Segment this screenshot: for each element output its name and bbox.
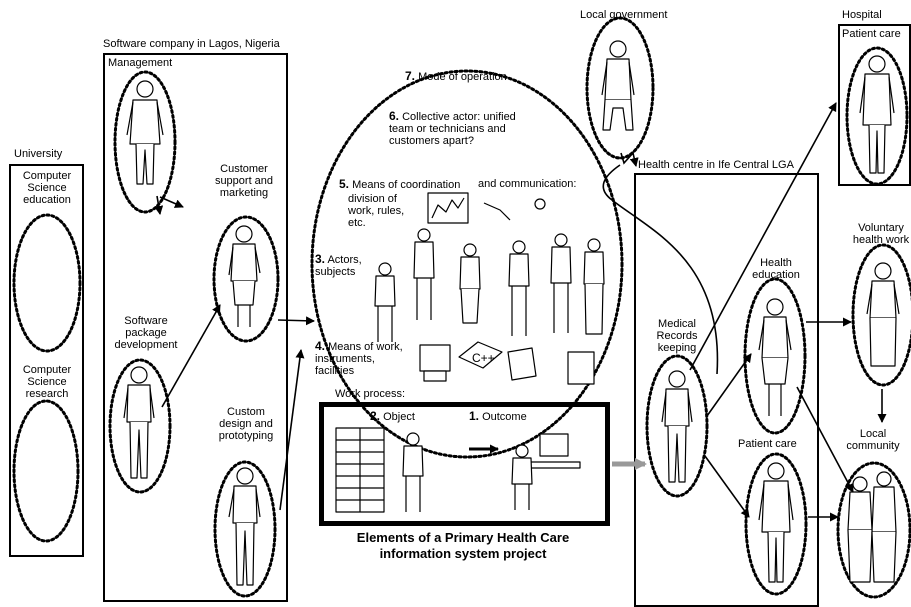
person-medical-records <box>661 370 693 483</box>
person-voluntary <box>866 262 900 367</box>
cs-research-label: Computer Science research <box>22 364 72 400</box>
person-local-gov <box>601 40 635 131</box>
item4-label: 4. Means of work, instruments, facilitie… <box>315 339 403 377</box>
ellipse-activity <box>310 69 624 459</box>
ellipse-custom-design <box>213 460 277 598</box>
company-title: Software company in Lagos, Nigeria <box>103 38 280 50</box>
item7-label: 7. Mode of operation <box>405 69 507 83</box>
instruments <box>419 192 595 385</box>
ellipse-patient-care <box>744 452 808 596</box>
voluntary-label: Voluntary health work <box>852 222 910 246</box>
local-gov-title: Local government <box>580 9 668 21</box>
ellipse-medical-records <box>645 354 709 498</box>
hospital-patient-care-label: Patient care <box>842 28 901 40</box>
management-label: Management <box>108 57 173 69</box>
actors-group <box>374 228 605 342</box>
item1-label: 1. Outcome <box>469 409 527 423</box>
item5b-label: and communication: <box>478 178 577 190</box>
computer-workstation <box>511 433 581 510</box>
custom-design-label: Custom design and prototyping <box>218 406 274 442</box>
patient-care-label: Patient care <box>738 438 797 450</box>
person-custom-design <box>228 467 261 586</box>
item6-label: 6. Collective actor: unified team or tec… <box>389 109 516 147</box>
person-management <box>126 80 164 185</box>
community-label: Local community <box>846 428 900 452</box>
ellipse-community <box>836 461 911 599</box>
software-company-box <box>103 53 288 602</box>
customer-support-label: Customer support and marketing <box>214 163 274 199</box>
filing-cabinet <box>335 427 424 513</box>
item5-label: 5. Means of coordination <box>339 177 461 191</box>
hospital-title: Hospital <box>842 9 882 21</box>
work-process-box <box>319 402 610 526</box>
person-community <box>847 471 897 583</box>
person-customer-support <box>228 225 261 327</box>
university-title: University <box>14 148 63 160</box>
item2-label: 2. Object <box>370 409 415 423</box>
person-hospital <box>859 55 895 174</box>
ellipse-customer-support <box>212 215 280 343</box>
person-patient-care <box>758 462 794 583</box>
health-education-label: Health education <box>752 257 800 281</box>
software-dev-label: Software package development <box>114 315 178 351</box>
ellipse-cs-education <box>12 213 82 353</box>
ellipse-hospital-care <box>845 46 909 186</box>
ellipse-local-gov <box>585 16 655 160</box>
diagram-caption: Elements of a Primary Health Care inform… <box>356 530 570 561</box>
item5c-label: division of work, rules, etc. <box>348 193 405 229</box>
health-centre-box <box>634 173 819 607</box>
health-centre-title: Health centre in Ife Central LGA <box>638 159 794 171</box>
university-box <box>9 164 84 557</box>
medical-records-label: Medical Records keeping <box>656 318 698 354</box>
work-process-label: Work process: <box>335 388 406 400</box>
ellipse-management <box>113 70 177 214</box>
ellipse-voluntary <box>851 243 911 387</box>
ellipse-cs-research <box>12 399 80 543</box>
item3-label: 3. Actors, subjects <box>315 252 362 278</box>
person-software-dev <box>123 366 155 479</box>
person-health-education <box>758 298 792 416</box>
cpp-label: C++ <box>472 351 495 365</box>
ellipse-software-dev <box>108 358 172 494</box>
cs-education-label: Computer Science education <box>22 170 72 206</box>
